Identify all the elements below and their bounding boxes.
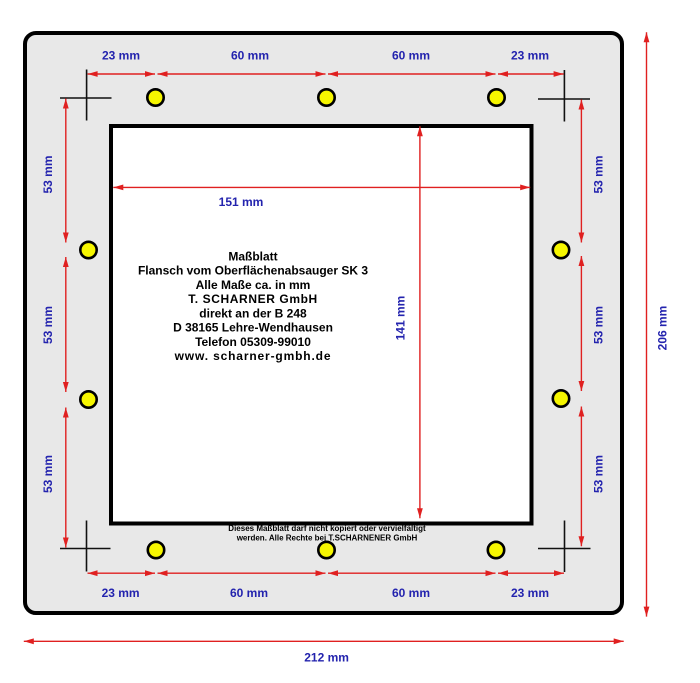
svg-text:23 mm: 23 mm (102, 48, 140, 62)
svg-text:T. SCHARNER GmbH: T. SCHARNER GmbH (188, 292, 318, 306)
svg-text:23 mm: 23 mm (511, 48, 549, 62)
svg-text:53 mm: 53 mm (592, 306, 606, 344)
svg-text:D 38165 Lehre-Wendhausen: D 38165 Lehre-Wendhausen (173, 321, 333, 335)
svg-text:53 mm: 53 mm (41, 306, 55, 344)
svg-text:direkt an der B 248: direkt an der B 248 (199, 306, 307, 320)
svg-text:60 mm: 60 mm (392, 586, 430, 600)
svg-text:werden. Alle Rechte bei T.SCHA: werden. Alle Rechte bei T.SCHARNENER Gmb… (236, 534, 418, 543)
svg-text:53 mm: 53 mm (592, 455, 606, 493)
svg-text:151 mm: 151 mm (219, 195, 264, 209)
svg-text:60 mm: 60 mm (392, 48, 430, 62)
svg-text:23 mm: 23 mm (102, 586, 140, 600)
svg-text:Dieses Maßblatt darf nicht kop: Dieses Maßblatt darf nicht kopiert oder … (228, 524, 426, 533)
svg-text:Flansch vom Oberflächenabsauge: Flansch vom Oberflächenabsauger SK 3 (138, 264, 368, 278)
svg-text:Telefon 05309-99010: Telefon 05309-99010 (195, 335, 311, 349)
svg-text:141 mm: 141 mm (393, 296, 407, 341)
svg-text:53 mm: 53 mm (41, 455, 55, 493)
svg-text:60 mm: 60 mm (231, 48, 269, 62)
svg-text:Maßblatt: Maßblatt (228, 249, 277, 263)
svg-text:Alle Maße ca. in mm: Alle Maße ca. in mm (196, 278, 311, 292)
svg-text:206 mm: 206 mm (656, 306, 670, 351)
svg-text:60 mm: 60 mm (230, 586, 268, 600)
svg-text:www. scharner-gmbh.de: www. scharner-gmbh.de (174, 349, 332, 363)
svg-text:212 mm: 212 mm (304, 650, 349, 664)
svg-text:23 mm: 23 mm (511, 586, 549, 600)
svg-text:53 mm: 53 mm (41, 155, 55, 193)
svg-text:53 mm: 53 mm (592, 155, 606, 193)
